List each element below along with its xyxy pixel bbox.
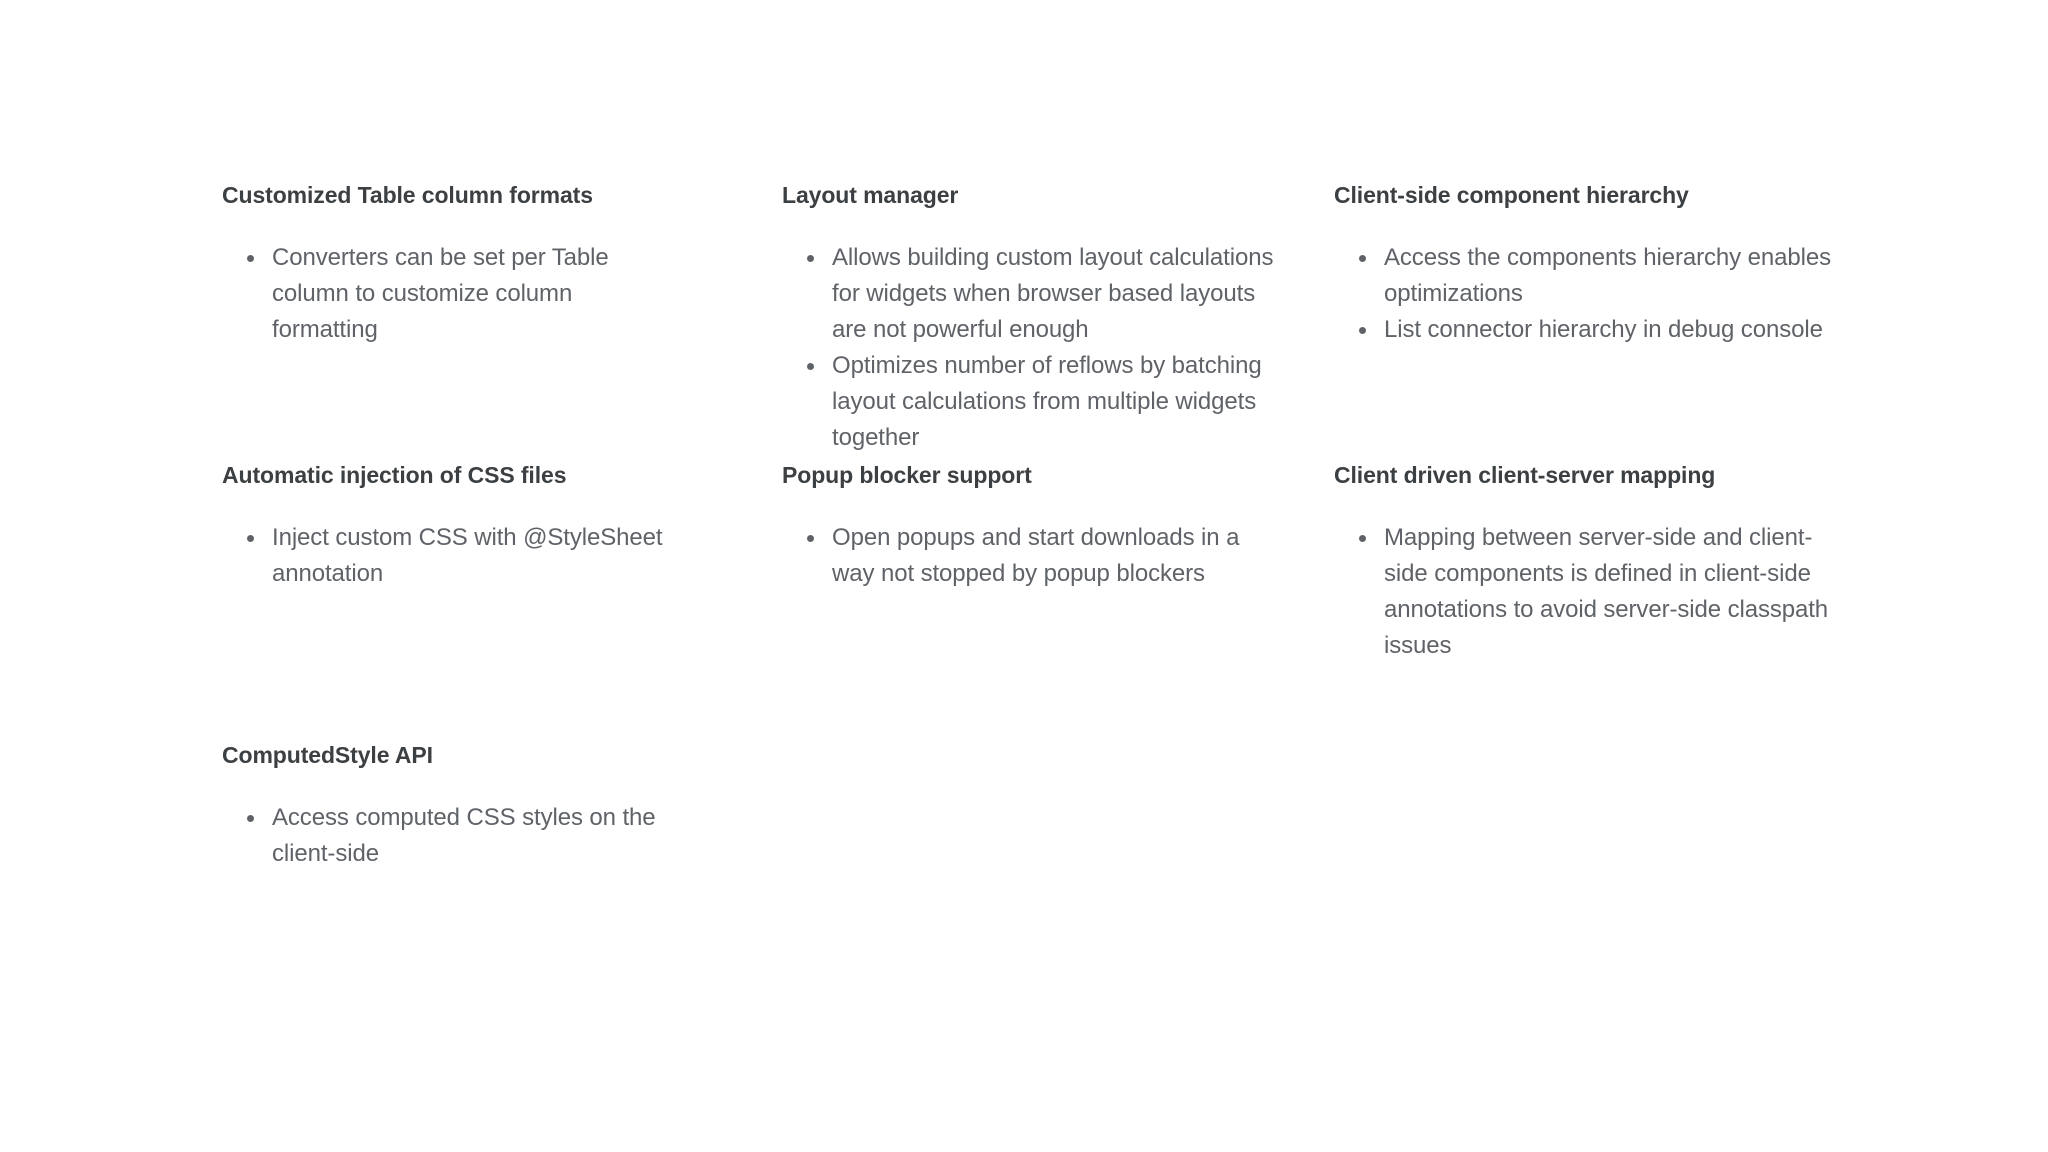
feature-card-heading: Customized Table column formats <box>222 182 593 208</box>
feature-bullet-text: Converters can be set per Table column t… <box>272 244 609 343</box>
feature-card-heading: ComputedStyle API <box>222 742 433 768</box>
feature-bullet-item: Allows building custom layout calculatio… <box>782 240 1277 348</box>
feature-bullet-item: Optimizes number of reflows by batching … <box>782 348 1277 456</box>
bullet-dot-icon <box>247 535 254 542</box>
feature-bullet-item: Converters can be set per Table column t… <box>222 240 672 348</box>
feature-card-heading: Popup blocker support <box>782 462 1032 488</box>
feature-bullet-text: Access the components hierarchy enables … <box>1384 244 1832 307</box>
feature-card-bullet-list: Open popups and start downloads in a way… <box>782 520 1334 592</box>
feature-card-bullet-list: Access the components hierarchy enables … <box>1334 240 1854 348</box>
feature-card-bullet-list: Access computed CSS styles on the client… <box>222 800 782 872</box>
feature-bullet-text: Allows building custom layout calculatio… <box>832 244 1274 343</box>
feature-bullet-text: Access computed CSS styles on the client… <box>272 804 656 867</box>
feature-bullet-text: Open popups and start downloads in a way… <box>832 524 1240 587</box>
feature-card-heading: Client driven client-server mapping <box>1334 462 1716 488</box>
feature-bullet-text: Optimizes number of reflows by batching … <box>832 352 1262 451</box>
bullet-dot-icon <box>247 815 254 822</box>
feature-card-bullet-list: Allows building custom layout calculatio… <box>782 240 1334 456</box>
feature-card-bullet-list: Converters can be set per Table column t… <box>222 240 782 348</box>
feature-bullet-text: Mapping between server-side and client-s… <box>1384 524 1829 659</box>
bullet-dot-icon <box>1359 255 1366 262</box>
feature-card-bullet-list: Mapping between server-side and client-s… <box>1334 520 1854 664</box>
bullet-dot-icon <box>1359 327 1366 334</box>
bullet-dot-icon <box>807 363 814 370</box>
feature-card-bullet-list: Inject custom CSS with @StyleSheet annot… <box>222 520 782 592</box>
feature-bullet-text: List connector hierarchy in debug consol… <box>1384 316 1823 343</box>
feature-bullet-item: List connector hierarchy in debug consol… <box>1334 312 1854 348</box>
feature-bullet-item: Open popups and start downloads in a way… <box>782 520 1277 592</box>
feature-card-computedstyle-api: ComputedStyle API Access computed CSS sty… <box>222 740 782 1020</box>
bullet-dot-icon <box>247 255 254 262</box>
feature-card-heading: Automatic injection of CSS files <box>222 462 567 488</box>
bullet-dot-icon <box>807 535 814 542</box>
feature-bullet-item: Access the components hierarchy enables … <box>1334 240 1854 312</box>
feature-card-heading: Layout manager <box>782 182 959 208</box>
feature-bullet-item: Inject custom CSS with @StyleSheet annot… <box>222 520 672 592</box>
feature-card-heading: Client-side component hierarchy <box>1334 182 1689 208</box>
feature-bullet-item: Access computed CSS styles on the client… <box>222 800 672 872</box>
feature-bullet-item: Mapping between server-side and client-s… <box>1334 520 1854 664</box>
bullet-dot-icon <box>1359 535 1366 542</box>
feature-bullet-text: Inject custom CSS with @StyleSheet annot… <box>272 524 663 587</box>
bullet-dot-icon <box>807 255 814 262</box>
